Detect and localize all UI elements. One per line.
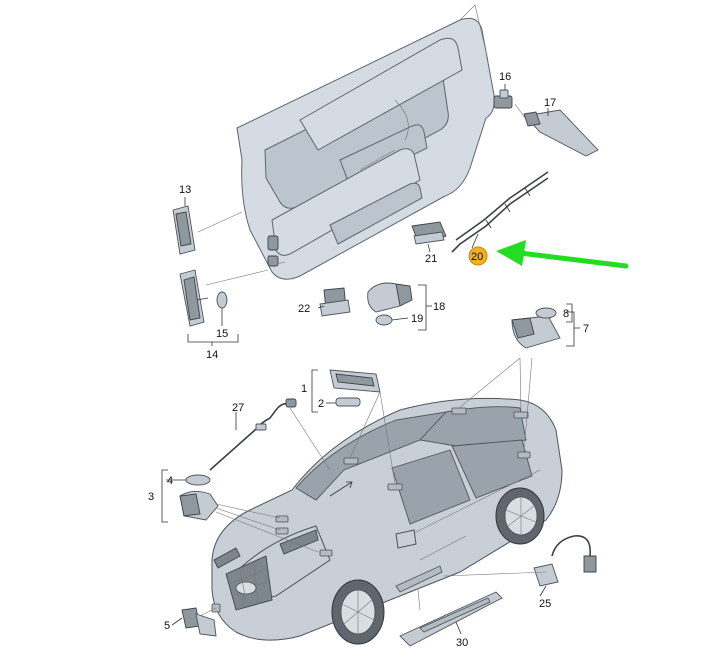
green-pointer-arrow bbox=[496, 240, 629, 269]
label-21: 21 bbox=[425, 253, 437, 265]
footwell-pad-left bbox=[275, 515, 289, 523]
label-4: 4 bbox=[167, 475, 173, 487]
part-20-highlight: 20 bbox=[468, 233, 488, 266]
part-25-sensor bbox=[533, 535, 597, 587]
bracket-7 bbox=[566, 311, 575, 347]
part-14-light-unit bbox=[179, 269, 209, 327]
part-1-interior-lamp bbox=[329, 369, 381, 393]
door-trim-panel bbox=[236, 4, 495, 280]
footwell-pad-right bbox=[275, 527, 289, 535]
label-17: 17 bbox=[544, 97, 556, 109]
label-14: 14 bbox=[206, 349, 218, 361]
label-1: 1 bbox=[301, 383, 307, 395]
part-16-bulb-socket bbox=[493, 84, 513, 109]
part-17-door-edge-light bbox=[523, 108, 599, 157]
part-2-festoon-bulb bbox=[335, 397, 361, 407]
bracket-3 bbox=[161, 469, 168, 523]
part-number-labels: 16 17 13 21 22 18 19 15 14 8 7 1 2 27 4 … bbox=[148, 71, 589, 649]
roof-light-pad-rear-left bbox=[451, 407, 467, 415]
part-30-sill-trim bbox=[399, 591, 503, 647]
part-20-badge bbox=[468, 246, 488, 266]
leader-13-panel bbox=[197, 211, 243, 233]
label-16: 16 bbox=[499, 71, 511, 83]
part-15-bulb bbox=[216, 291, 228, 326]
part-13-reflector bbox=[172, 205, 196, 255]
leader-lines bbox=[199, 357, 547, 617]
bracket-8 bbox=[566, 303, 573, 323]
part-3-lamp-housing bbox=[179, 491, 219, 521]
car-illustration bbox=[211, 397, 563, 645]
roof-light-pad-rear-right bbox=[513, 411, 529, 419]
roof-light-pad-mid bbox=[387, 483, 403, 491]
part-18-lamp-housing bbox=[367, 282, 413, 313]
leader-14-panel bbox=[205, 269, 269, 286]
bracket-14 bbox=[187, 334, 239, 343]
bracket-18 bbox=[418, 284, 427, 331]
part-8-bulb bbox=[535, 307, 557, 319]
label-7: 7 bbox=[583, 323, 589, 335]
trunk-light-pad bbox=[517, 451, 531, 459]
label-25: 25 bbox=[539, 598, 551, 610]
part-4-bulb bbox=[185, 474, 211, 486]
doorsill-pad-left bbox=[319, 549, 333, 557]
part-19-bulb bbox=[375, 314, 409, 326]
label-22: 22 bbox=[298, 303, 310, 315]
bracket-1 bbox=[311, 369, 318, 413]
label-30: 30 bbox=[456, 637, 468, 649]
label-13: 13 bbox=[179, 184, 191, 196]
label-20: 20 bbox=[471, 251, 483, 263]
label-15: 15 bbox=[216, 328, 228, 340]
label-2: 2 bbox=[318, 398, 324, 410]
part-17-leader bbox=[514, 103, 526, 119]
car-logo-rings bbox=[235, 581, 257, 595]
label-27: 27 bbox=[232, 402, 244, 414]
part-7-trunk-light bbox=[511, 315, 561, 349]
part-20-wiring-strip bbox=[451, 171, 549, 253]
label-3: 3 bbox=[148, 491, 154, 503]
part-22-courtesy-light bbox=[319, 287, 351, 317]
part-27-wire bbox=[209, 398, 297, 471]
part-5-light bbox=[181, 607, 217, 637]
part-21-switch bbox=[411, 221, 447, 245]
label-8: 8 bbox=[563, 308, 569, 320]
roof-light-pad-front bbox=[343, 457, 359, 465]
label-19: 19 bbox=[411, 313, 423, 325]
label-5: 5 bbox=[164, 620, 170, 632]
label-18: 18 bbox=[433, 301, 445, 313]
